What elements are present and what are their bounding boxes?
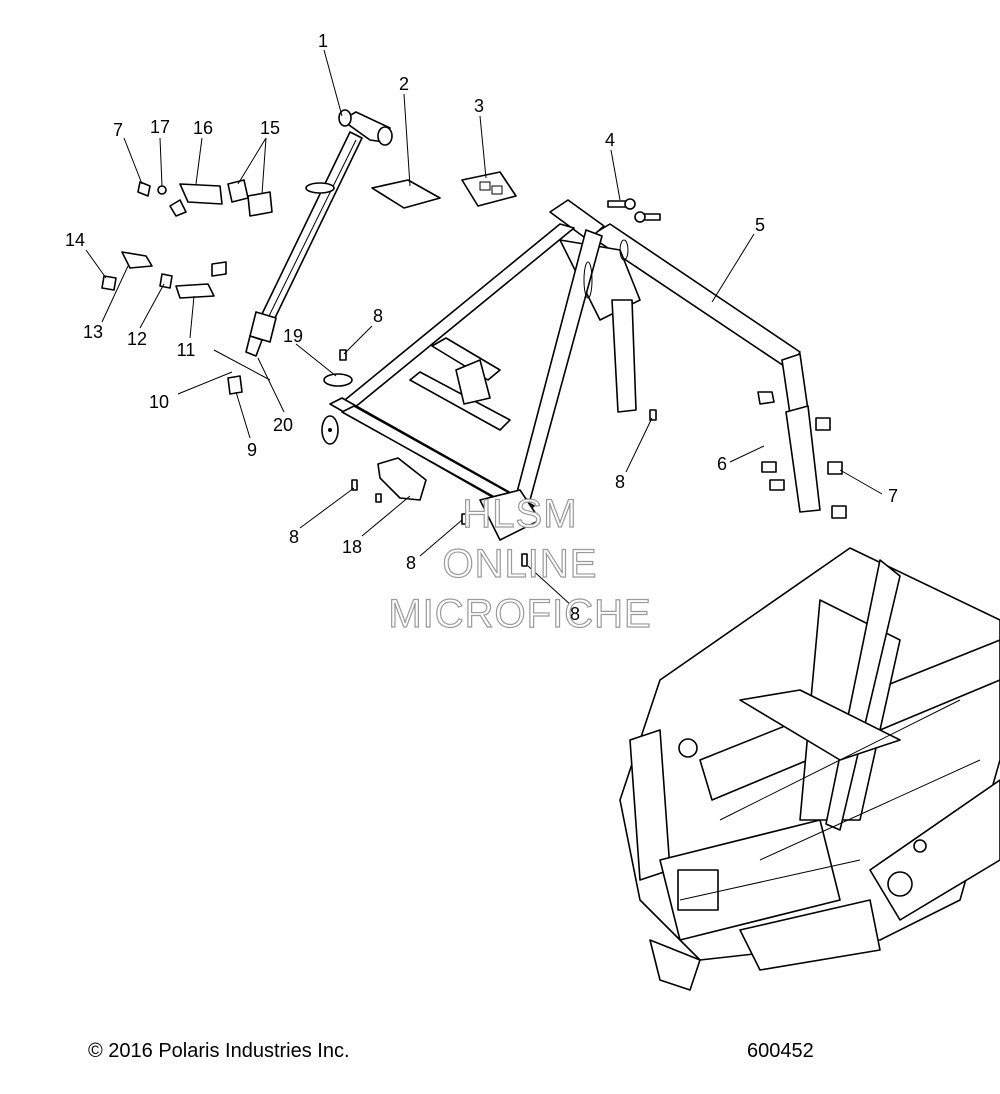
- watermark-line-2: ONLINE: [442, 541, 598, 586]
- steering-column: [245, 109, 393, 357]
- plate-part-2: [371, 179, 441, 209]
- watermark-line-3: MICROFICHE: [388, 591, 652, 636]
- main-chassis: [619, 547, 1000, 991]
- watermark-line-1: HLSM: [462, 491, 578, 536]
- bolts-part-4: [607, 198, 661, 223]
- callout-8-top: 8: [372, 306, 384, 326]
- callout-7-left: 7: [112, 120, 124, 140]
- callout-16: 16: [192, 118, 214, 138]
- washer-part-19: [323, 373, 353, 387]
- front-cab-frame: [321, 199, 821, 541]
- callout-18: 18: [341, 537, 363, 557]
- callout-1: 1: [317, 31, 329, 51]
- callout-8-left: 8: [288, 527, 300, 547]
- callout-10: 10: [148, 392, 170, 412]
- small-hardware-cluster: [101, 179, 273, 395]
- callout-17: 17: [149, 117, 171, 137]
- bracket-part-3: [461, 171, 517, 207]
- callout-20: 20: [272, 415, 294, 435]
- callout-8-center: 8: [405, 553, 417, 573]
- callout-3: 3: [473, 96, 485, 116]
- bracket-part-18: [377, 457, 427, 501]
- diagram-number: 600452: [747, 1040, 814, 1062]
- callout-4: 4: [604, 130, 616, 150]
- screws-part-8: [339, 349, 657, 567]
- copyright-notice: © 2016 Polaris Industries Inc.: [88, 1040, 350, 1062]
- callout-2: 2: [398, 74, 410, 94]
- callout-5: 5: [754, 215, 766, 235]
- leader-lines: [85, 49, 883, 607]
- callout-8-right: 8: [569, 604, 581, 624]
- bolts-nuts-right: [757, 391, 847, 519]
- callout-6: 6: [716, 454, 728, 474]
- callout-15: 15: [259, 118, 281, 138]
- callout-11: 11: [176, 340, 196, 360]
- callout-12: 12: [126, 329, 148, 349]
- callout-9: 9: [246, 440, 258, 460]
- callout-14: 14: [64, 230, 86, 250]
- callout-8-mid: 8: [614, 472, 626, 492]
- callout-19: 19: [282, 326, 304, 346]
- callout-7-right: 7: [887, 486, 899, 506]
- callout-13: 13: [82, 322, 104, 342]
